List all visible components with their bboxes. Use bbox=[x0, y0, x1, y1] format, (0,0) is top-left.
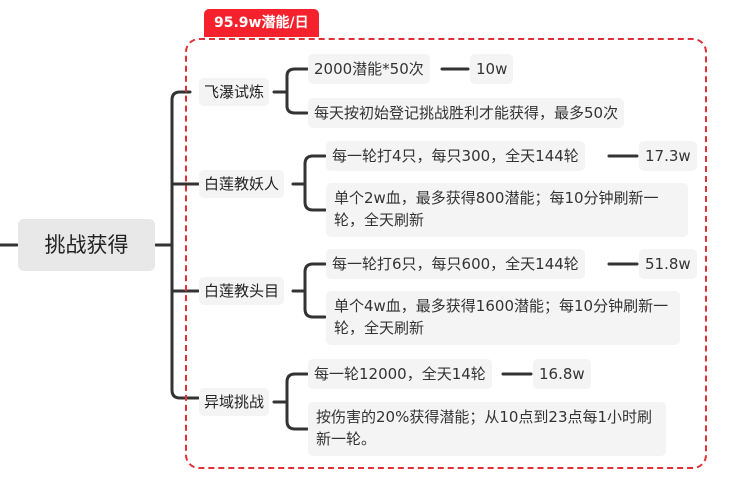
daily-total-tag: 95.9w潜能/日 bbox=[204, 9, 319, 37]
root-trunk-line bbox=[154, 90, 200, 400]
desc-node-toumu[interactable]: 单个4w血，最多获得1600潜能；每10分钟刷新一轮，全天刷新 bbox=[326, 291, 680, 345]
value-node-yaoren[interactable]: 17.3w bbox=[639, 141, 697, 171]
branch1-lines bbox=[272, 67, 470, 115]
value-node-yiyu[interactable]: 16.8w bbox=[533, 359, 591, 389]
branch4-lines bbox=[272, 372, 533, 431]
branch-node-bailian-toumu[interactable]: 白莲教头目 bbox=[199, 277, 285, 305]
desc-node-yaoren[interactable]: 单个2w血，最多获得800潜能；每10分钟刷新一轮，全天刷新 bbox=[326, 183, 688, 237]
leaf-node-toumu-rate[interactable]: 每一轮打6只，每只600，全天144轮 bbox=[326, 249, 585, 279]
leaf-node-yaoren-rate[interactable]: 每一轮打4只，每只300，全天144轮 bbox=[326, 141, 585, 171]
value-node-toumu[interactable]: 51.8w bbox=[639, 249, 697, 279]
branch-node-feipu[interactable]: 飞瀑试炼 bbox=[199, 78, 270, 106]
branch-node-yiyu[interactable]: 异域挑战 bbox=[199, 388, 270, 416]
root-node[interactable]: 挑战获得 bbox=[18, 219, 155, 271]
desc-node-feipu[interactable]: 每天按初始登记挑战胜利才能获得，最多50次 bbox=[308, 98, 625, 128]
branch2-lines bbox=[291, 154, 639, 212]
desc-node-yiyu[interactable]: 按伤害的20%获得潜能；从10点到23点每1小时刷新一轮。 bbox=[308, 402, 666, 456]
branch3-lines bbox=[291, 262, 639, 319]
branch-node-bailian-yaoren[interactable]: 白莲教妖人 bbox=[199, 170, 285, 198]
group-boundary bbox=[185, 38, 707, 469]
value-node-feipu[interactable]: 10w bbox=[470, 54, 514, 84]
leaf-node-feipu-rate[interactable]: 2000潜能*50次 bbox=[308, 54, 430, 84]
leaf-node-yiyu-rate[interactable]: 每一轮12000，全天14轮 bbox=[308, 359, 492, 389]
